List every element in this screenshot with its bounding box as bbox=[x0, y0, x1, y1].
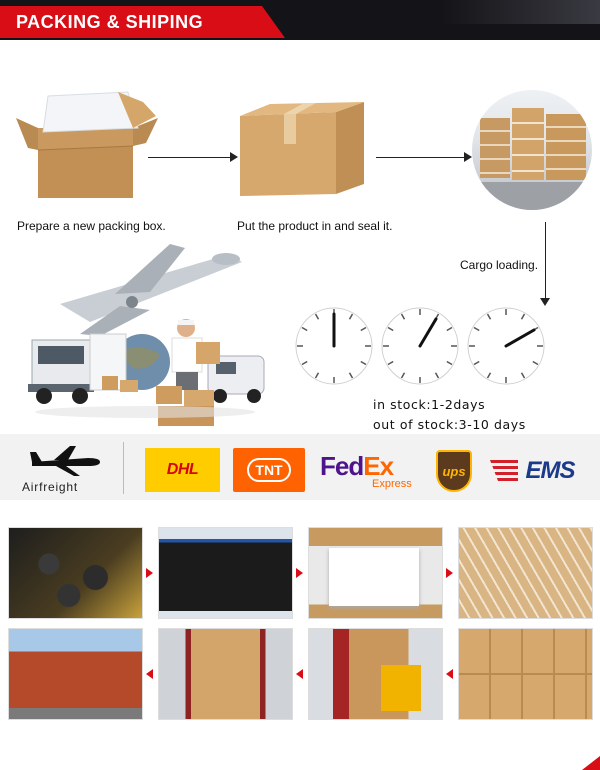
ems-logo-stripes bbox=[490, 460, 518, 482]
warehouse-image bbox=[472, 90, 592, 210]
photo-box-dividers bbox=[458, 527, 593, 619]
ups-logo: ups bbox=[436, 450, 472, 492]
flow-arrow-line bbox=[148, 157, 230, 158]
header-banner bbox=[0, 6, 285, 38]
tnt-logo-text: TNT bbox=[247, 458, 291, 482]
sequence-arrow-left bbox=[296, 669, 303, 679]
photo-products bbox=[8, 527, 143, 619]
step-2-caption: Put the product in and seal it. bbox=[237, 219, 393, 233]
clock-icon bbox=[295, 307, 373, 385]
sequence-arrow-left bbox=[446, 669, 453, 679]
ups-logo-text: ups bbox=[442, 463, 466, 479]
sequence-arrow-right bbox=[296, 568, 303, 578]
sequence-arrow-right bbox=[146, 568, 153, 578]
flow-arrow-head bbox=[230, 152, 238, 162]
flow-arrow-line bbox=[545, 222, 546, 298]
step-3-caption: Cargo loading. bbox=[460, 258, 539, 272]
ems-logo: EMS bbox=[490, 452, 590, 490]
clock-icon bbox=[381, 307, 459, 385]
airplane-icon bbox=[30, 446, 100, 476]
photo-white-box bbox=[308, 527, 443, 619]
fedex-logo: FedEx Express bbox=[320, 446, 420, 494]
flow-arrow-head bbox=[464, 152, 472, 162]
fedex-logo-ex: Ex bbox=[363, 450, 394, 481]
dhl-logo-text: DHL bbox=[166, 461, 199, 478]
photo-product-in-box bbox=[158, 527, 293, 619]
fedex-logo-fed: Fed bbox=[320, 450, 364, 481]
out-of-stock-time: out of stock:3-10 days bbox=[373, 417, 526, 432]
flow-arrow-head bbox=[540, 298, 550, 306]
open-box-image bbox=[16, 91, 158, 198]
clock-icon bbox=[467, 307, 545, 385]
carrier-divider bbox=[123, 442, 124, 494]
airfreight-label: Airfreight bbox=[22, 480, 79, 494]
photo-forklift-loading bbox=[308, 628, 443, 720]
page-title: PACKING & SHIPING bbox=[16, 12, 204, 32]
sequence-arrow-left bbox=[146, 669, 153, 679]
fedex-logo-express: Express bbox=[372, 477, 412, 490]
sequence-arrow-right bbox=[446, 568, 453, 578]
photo-shipping-container bbox=[8, 628, 143, 720]
transport-illustration bbox=[28, 244, 265, 426]
photo-container-loaded bbox=[158, 628, 293, 720]
in-stock-time: in stock:1-2days bbox=[373, 397, 486, 412]
ems-logo-text: EMS bbox=[525, 457, 575, 484]
photo-stacked-cartons bbox=[458, 628, 593, 720]
tnt-logo: TNT bbox=[233, 448, 305, 492]
sealed-box-image bbox=[240, 102, 364, 196]
dhl-logo: DHL bbox=[145, 448, 220, 492]
step-1-caption: Prepare a new packing box. bbox=[17, 219, 166, 233]
header-decoration bbox=[440, 0, 600, 24]
flow-arrow-line bbox=[376, 157, 464, 158]
